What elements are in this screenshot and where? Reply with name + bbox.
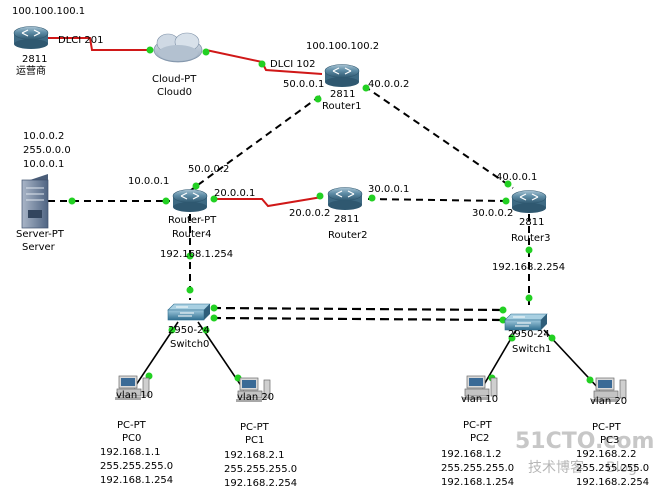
pc0-gateway-label: 192.168.1.254 [100,475,173,486]
watermark-line1: 51CTO.com [515,429,654,454]
server-gateway-label: 10.0.0.1 [23,159,64,170]
device-router3[interactable] [511,189,547,214]
server-icon [21,174,49,229]
pc3-vlan-label: vlan 20 [590,396,627,407]
link-router1-router3 [363,85,514,189]
link-switch-trunk-1 [211,306,506,312]
isp-name-label: 运营商 [16,64,46,77]
pc1-name-label: PC1 [245,435,264,446]
device-router4[interactable] [172,188,208,213]
router3-if-r1-label: 40.0.0.1 [496,172,537,183]
switch1-name-label: Switch1 [512,344,551,355]
router1-model-label: 2811 [330,89,355,100]
switch-icon [167,303,211,321]
device-router2[interactable] [327,186,363,211]
link-router1-router4 [190,95,321,191]
cloud-model-label: Cloud-PT [152,74,197,85]
router-icon [13,25,49,50]
router3-name-label: Router3 [511,233,551,244]
switch1-model-label: 2950-24 [508,329,550,340]
server-name-label: Server [22,242,56,253]
server-ip-label: 10.0.0.2 [23,131,64,142]
router3-if-r2-label: 30.0.0.2 [472,208,513,219]
pc1-vlan-label: vlan 20 [237,392,274,403]
pc1-mask-label: 255.255.255.0 [224,464,297,475]
pc0-vlan-label: vlan 10 [116,390,153,401]
router1-dlci-label: DLCI 102 [270,59,315,70]
router1-name-label: Router1 [322,101,362,112]
pc3-model-label: PC-PT [592,422,622,433]
server-mask-label: 255.0.0.0 [23,145,71,156]
device-isp-router[interactable] [13,25,49,50]
pc0-mask-label: 255.255.255.0 [100,461,173,472]
watermark-line3: Blog [606,460,637,476]
pc3-gateway-label: 192.168.2.254 [576,477,649,488]
router2-name-label: Router2 [328,230,368,241]
pc0-ip-label: 192.168.1.1 [100,447,160,458]
pc2-mask-label: 255.255.255.0 [441,463,514,474]
pc3-name-label: PC3 [600,435,619,446]
pc0-model-label: PC-PT [117,420,147,431]
router2-if-r3-label: 30.0.0.1 [368,184,409,195]
pc1-ip-label: 192.168.2.1 [224,450,284,461]
watermark-line2: 技术博客 [528,459,584,476]
router4-if-r2-label: 20.0.0.1 [214,188,255,199]
switch0-name-label: Switch0 [170,339,209,350]
pc2-model-label: PC-PT [463,420,493,431]
port-indicators [68,46,594,384]
switch-icon [504,313,548,331]
switch0-model-label: 2950-24 [168,325,210,336]
pc3-ip-label: 192.168.2.2 [576,449,636,460]
link-switch-trunk-2 [211,316,506,322]
router2-model-label: 2811 [334,214,359,225]
device-switch0[interactable] [167,303,211,321]
pc2-name-label: PC2 [470,433,489,444]
router1-if-r3-label: 40.0.0.2 [368,79,409,90]
pc2-gateway-label: 192.168.1.254 [441,477,514,488]
labels: 100.100.100.1 DLCI 201 2811 运营商 Cloud-PT… [12,6,649,489]
watermark: 51CTO.com 技术博客 Blog [515,429,654,476]
router-icon [327,186,363,211]
link-isp-cloud [36,37,150,51]
device-cloud[interactable] [153,32,203,63]
router4-if-lan-label: 192.168.1.254 [160,249,233,260]
pc2-ip-label: 192.168.1.2 [441,449,501,460]
cloud-name-label: Cloud0 [157,87,192,98]
router1-if-r4-label: 50.0.0.1 [283,79,324,90]
pc3-mask-label: 255.255.255.0 [576,463,649,474]
pc1-model-label: PC-PT [240,422,270,433]
device-router1[interactable] [324,63,360,88]
link-router4-router2 [212,196,323,208]
router3-if-lan-label: 192.168.2.254 [492,262,565,273]
router-icon [324,63,360,88]
router4-if-server-label: 10.0.0.1 [128,176,169,187]
router4-model-label: Router-PT [168,215,217,226]
pc1-gateway-label: 192.168.2.254 [224,478,297,489]
cloud-icon [153,32,203,63]
router-icon [172,188,208,213]
isp-dlci-label: DLCI 201 [58,35,103,46]
isp-ip-label: 100.100.100.1 [12,6,85,17]
pc2-vlan-label: vlan 10 [461,394,498,405]
pc0-name-label: PC0 [122,433,141,444]
router-icon [511,189,547,214]
isp-model-label: 2811 [22,54,47,65]
device-switch1[interactable] [504,313,548,331]
link-router2-router3 [367,198,507,202]
server-model-label: Server-PT [16,229,65,240]
device-server[interactable] [21,174,49,229]
router4-name-label: Router4 [172,229,212,240]
router1-ip-label: 100.100.100.2 [306,41,379,52]
router2-if-r4-label: 20.0.0.2 [289,208,330,219]
router4-if-r1-label: 50.0.0.2 [188,164,229,175]
router3-model-label: 2811 [519,217,544,228]
